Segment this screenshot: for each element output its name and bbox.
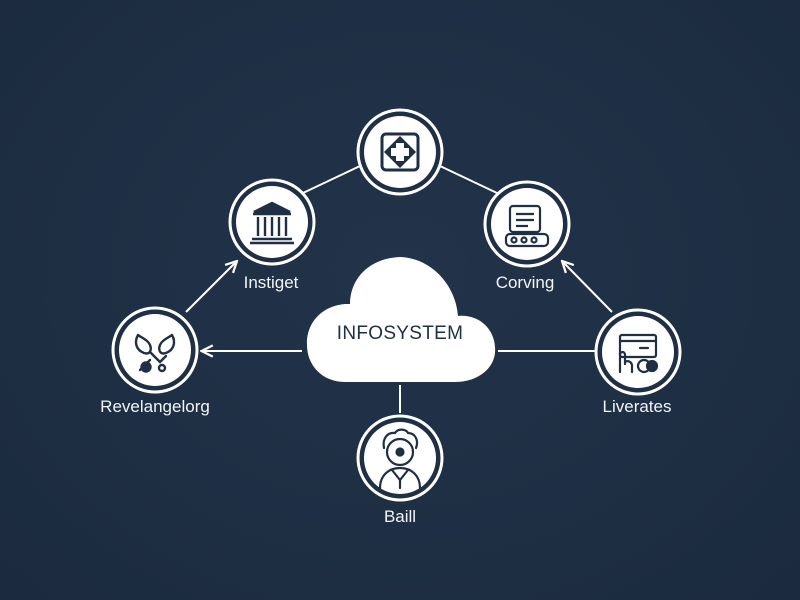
central-cloud [306, 257, 496, 382]
node-top [356, 108, 444, 196]
arrow-right-to-upper-right [563, 262, 613, 313]
medical-cross-icon [380, 132, 420, 172]
left-label: Revelangelorg [100, 397, 210, 416]
node-upper-right [483, 180, 571, 268]
upper-left-label: Instiget [243, 273, 299, 292]
cloud-icon [306, 257, 496, 382]
node-bottom [356, 414, 444, 502]
upper-right-label: Corving [495, 273, 555, 292]
bottom-label: Baill [383, 507, 417, 526]
center-label: INFOSYSTEM [336, 323, 464, 344]
right-label: Liverates [602, 397, 672, 416]
person-icon [378, 428, 422, 490]
stethoscope-icon [134, 333, 176, 373]
node-left [111, 306, 199, 394]
node-right [594, 308, 682, 396]
card-hand-icon [618, 333, 659, 374]
connectors [185, 165, 613, 413]
node-upper-left [228, 178, 316, 266]
connector-top-upper-left [302, 165, 361, 194]
connector-top-upper-right [439, 165, 498, 194]
device-panel-icon [504, 204, 550, 248]
arrow-left-to-upper-left [185, 262, 236, 313]
bank-building-icon [250, 201, 294, 245]
